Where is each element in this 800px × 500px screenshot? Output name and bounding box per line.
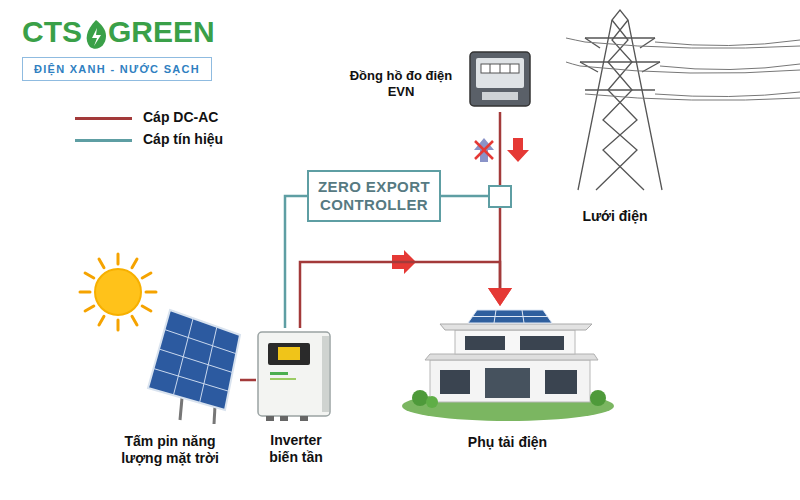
node-text: Đồng hồ đo điện EVN	[340, 68, 462, 100]
node-text: Inverter biến tần	[256, 432, 336, 466]
logo-text: GREEN	[108, 15, 215, 49]
legend-line	[75, 139, 132, 142]
node-text: Phụ tải điện	[400, 434, 615, 451]
logo-leaf	[87, 20, 106, 49]
controller-box: ZERO EXPORT CONTROLLER	[307, 170, 441, 222]
inverter-device	[258, 332, 330, 421]
node-text: Lưới điện	[560, 208, 670, 225]
meter-node: Đồng hồ đo điện EVN	[340, 42, 535, 112]
signal-wire	[441, 195, 489, 198]
electric-meter	[470, 52, 530, 106]
tagline: ĐIỆN XANH - NƯỚC SẠCH	[22, 57, 212, 81]
house	[402, 310, 614, 421]
connector	[240, 380, 256, 381]
inverter-node: Inverter biến tần	[256, 328, 336, 473]
blocked-export-arrow	[474, 138, 494, 162]
node-text: ZERO EXPORT CONTROLLER	[315, 178, 433, 215]
legend-text: Cáp tín hiệu	[143, 131, 223, 147]
load-node: Phụ tải điện	[400, 306, 615, 456]
connector	[488, 112, 512, 306]
legend-line	[75, 117, 132, 120]
connector	[285, 196, 307, 328]
logo-text: CTS	[22, 15, 82, 49]
solar-node: Tấm pin năng lượng mặt trời	[100, 265, 240, 493]
node-text: Tấm pin năng lượng mặt trời	[110, 433, 230, 467]
current-sensor	[489, 186, 511, 207]
connector	[300, 262, 512, 328]
power-pylon	[566, 10, 800, 190]
flow-arrow	[507, 138, 529, 162]
grid-node: Lưới điện	[560, 10, 700, 230]
solar-panel	[148, 310, 240, 424]
sun	[80, 254, 156, 330]
legend-text: Cáp DC-AC	[143, 109, 218, 125]
